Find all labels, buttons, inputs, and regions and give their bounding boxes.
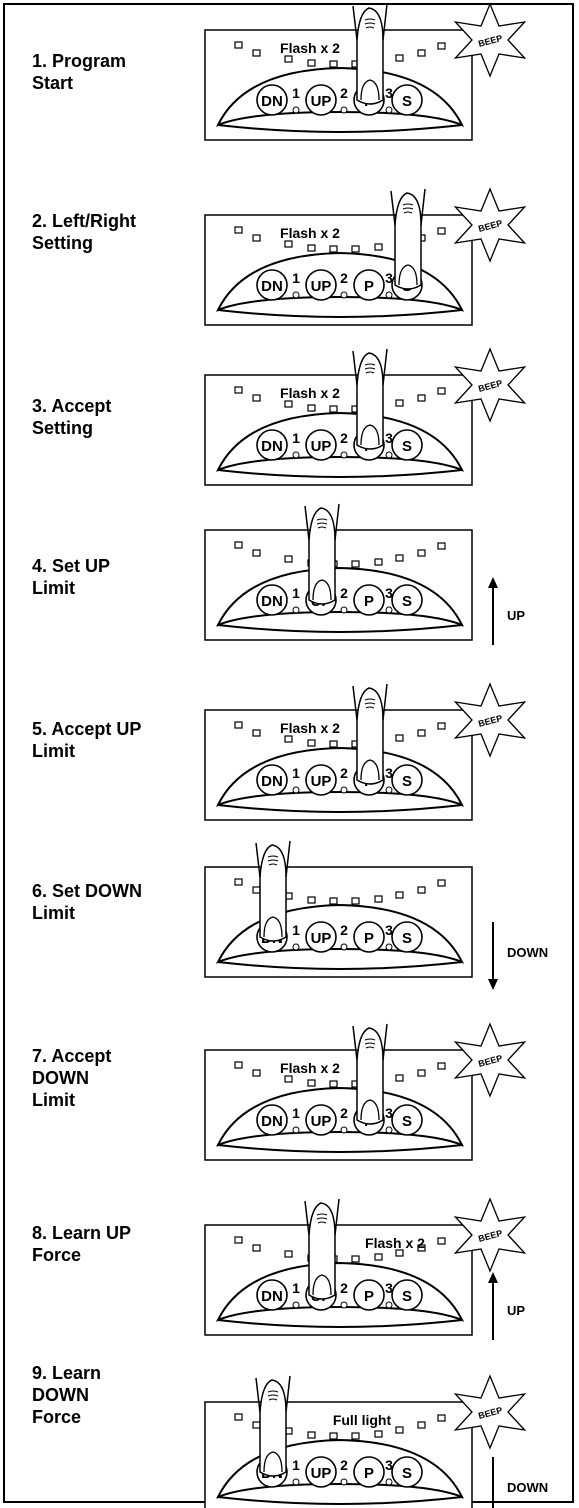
step-label: 8. Learn UP Force <box>32 1223 132 1265</box>
step-label: 2. Left/Right Setting <box>32 211 136 253</box>
step-label: 3. Accept Setting <box>32 396 112 438</box>
step-label: 4. Set UP Limit <box>32 556 111 598</box>
step-label: 9. Learn DOWN Force <box>32 1363 102 1427</box>
step-label: 7. Accept DOWN Limit <box>32 1046 112 1110</box>
step-label: 1. Program Start <box>32 51 127 93</box>
step-label: 5. Accept UP Limit <box>32 719 142 761</box>
step-label: 6. Set DOWN Limit <box>32 881 143 923</box>
